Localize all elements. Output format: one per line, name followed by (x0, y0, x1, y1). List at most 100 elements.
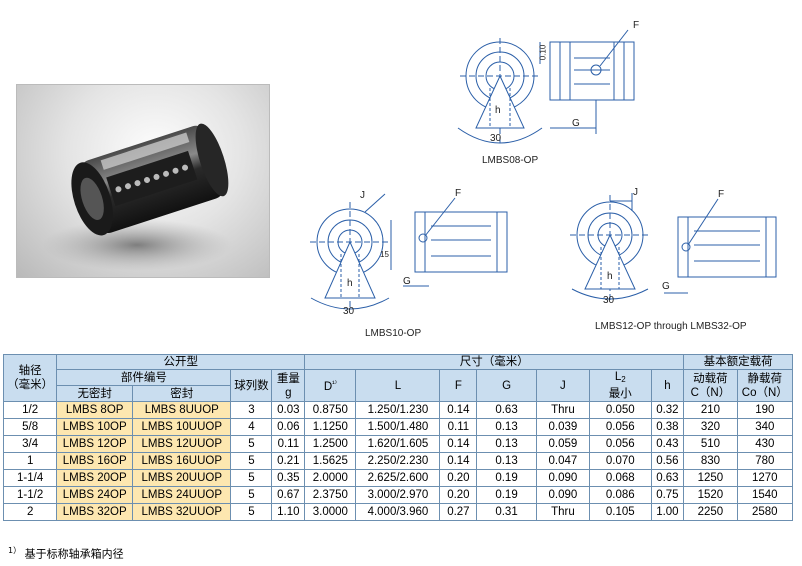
cell-unsealed: LMBS 10OP (56, 418, 134, 436)
bearing-photo (16, 84, 270, 278)
header-D: D¹⁾ (304, 369, 357, 402)
cell-g: 0.31 (476, 503, 537, 521)
cell-co: 190 (736, 401, 794, 419)
cell-c: 2250 (683, 503, 738, 521)
cell-g: 0.63 (476, 401, 537, 419)
cell-l: 2.250/2.230 (355, 452, 441, 470)
header-shaft: 轴径 （毫米） (2, 354, 58, 402)
cell-l2: 0.070 (589, 452, 652, 470)
label-F-12: F (718, 189, 725, 200)
cell-d: 1.2500 (304, 435, 357, 453)
cell-g: 0.13 (476, 435, 537, 453)
label-h: h (495, 105, 501, 116)
cell-weight: 0.21 (271, 452, 306, 470)
header-dimensions: 尺寸（毫米） (304, 354, 685, 370)
cell-g: 0.13 (476, 452, 537, 470)
label-F: F (633, 20, 640, 31)
footnote-mark: 1） (8, 546, 22, 555)
cell-balls: 4 (230, 418, 273, 436)
caption-lmbs12-32: LMBS12-OP through LMBS32-OP (595, 321, 747, 332)
cell-c: 210 (683, 401, 738, 419)
header-G: G (476, 369, 537, 402)
cell-d: 2.0000 (304, 469, 357, 487)
header-L2: L2 最小 (589, 369, 652, 402)
cell-co: 340 (736, 418, 794, 436)
cell-l2: 0.068 (589, 469, 652, 487)
cell-f: 0.14 (439, 435, 478, 453)
cell-f: 0.11 (439, 418, 478, 436)
cell-shaft: 1-1/4 (2, 469, 58, 487)
cell-j: 0.090 (535, 486, 591, 504)
cell-co: 430 (736, 435, 794, 453)
cell-shaft: 5/8 (2, 418, 58, 436)
cell-unsealed: LMBS 24OP (56, 486, 134, 504)
cell-weight: 1.10 (271, 503, 306, 521)
cell-l: 2.625/2.600 (355, 469, 441, 487)
cell-shaft: 1/2 (2, 401, 58, 419)
label-J-12: J (633, 187, 638, 198)
label-30: 30 (490, 133, 502, 144)
cell-h: 0.75 (650, 486, 685, 504)
cell-l: 1.250/1.230 (355, 401, 441, 419)
label-010: 0.10 (538, 44, 548, 61)
cell-g: 0.19 (476, 469, 537, 487)
cell-l2: 0.050 (589, 401, 652, 419)
label-F-10: F (455, 188, 462, 199)
cell-unsealed: LMBS 16OP (56, 452, 134, 470)
cell-weight: 0.03 (271, 401, 306, 419)
cell-j: 0.047 (535, 452, 591, 470)
cell-d: 1.1250 (304, 418, 357, 436)
label-h-10: h (347, 278, 353, 289)
cell-co: 2580 (736, 503, 794, 521)
diagram-lmbs10: J F 15 h 30 G (305, 188, 535, 320)
cell-sealed: LMBS 12UUOP (132, 435, 232, 453)
label-15: 15 (380, 250, 389, 259)
header-load-rating: 基本额定载荷 (683, 354, 793, 370)
cell-shaft: 2 (2, 503, 58, 521)
label-G: G (572, 118, 580, 129)
cell-c: 1520 (683, 486, 738, 504)
header-dynamic: 动载荷 C（N） (683, 369, 738, 402)
label-G-10: G (403, 276, 411, 287)
cell-c: 510 (683, 435, 738, 453)
header-weight: 重量 g (271, 369, 306, 402)
label-G-12: G (662, 281, 670, 292)
footnote: 1） 基于标称轴承箱内径 (8, 545, 124, 562)
cell-d: 3.0000 (304, 503, 357, 521)
cell-balls: 5 (230, 469, 273, 487)
header-J: J (535, 369, 591, 402)
cell-l2: 0.056 (589, 435, 652, 453)
header-F: F (439, 369, 478, 402)
cell-balls: 5 (230, 435, 273, 453)
header-L: L (355, 369, 441, 402)
cell-j: Thru (535, 401, 591, 419)
cell-c: 1250 (683, 469, 738, 487)
cell-h: 0.43 (650, 435, 685, 453)
cell-l: 1.620/1.605 (355, 435, 441, 453)
cell-l2: 0.086 (589, 486, 652, 504)
cell-sealed: LMBS 32UUOP (132, 503, 232, 521)
cell-sealed: LMBS 10UUOP (132, 418, 232, 436)
cell-sealed: LMBS 20UUOP (132, 469, 232, 487)
cell-d: 0.8750 (304, 401, 357, 419)
header-sealed: 密封 (132, 385, 232, 402)
cell-f: 0.27 (439, 503, 478, 521)
label-h-12: h (607, 271, 613, 282)
cell-j: 0.090 (535, 469, 591, 487)
cell-j: Thru (535, 503, 591, 521)
cell-g: 0.19 (476, 486, 537, 504)
cell-co: 1270 (736, 469, 794, 487)
cell-unsealed: LMBS 12OP (56, 435, 134, 453)
cell-l2: 0.056 (589, 418, 652, 436)
cell-l2: 0.105 (589, 503, 652, 521)
cell-unsealed: LMBS 8OP (56, 401, 134, 419)
label-30-12: 30 (603, 295, 615, 306)
cell-h: 0.56 (650, 452, 685, 470)
cell-sealed: LMBS 16UUOP (132, 452, 232, 470)
cell-d: 1.5625 (304, 452, 357, 470)
cell-g: 0.13 (476, 418, 537, 436)
footnote-text: 基于标称轴承箱内径 (24, 547, 124, 561)
